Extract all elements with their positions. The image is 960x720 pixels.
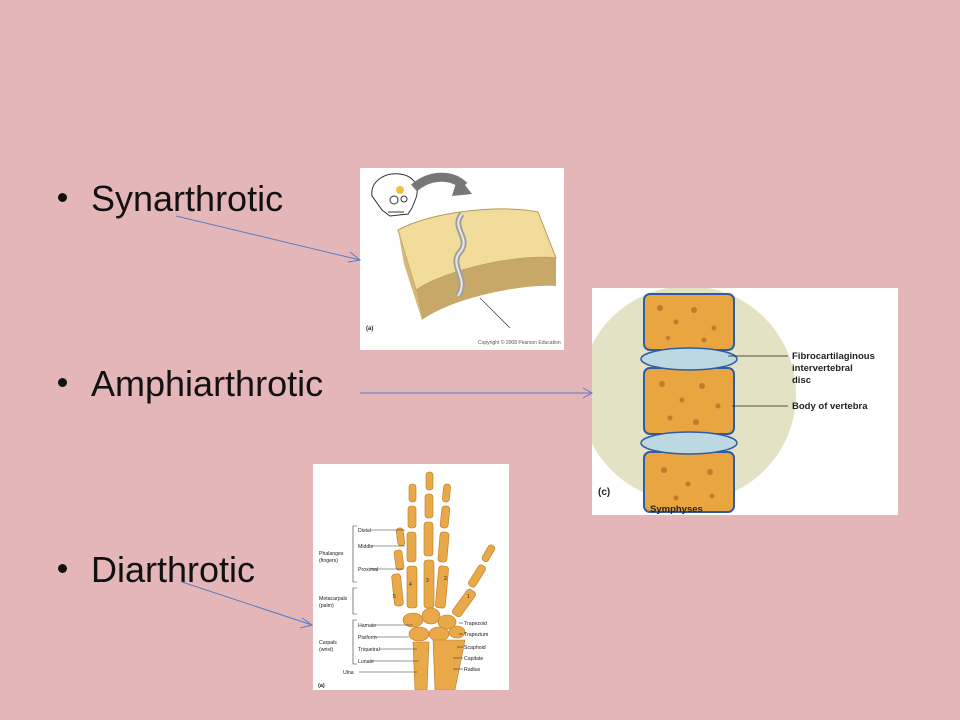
- label-body: Body of vertebra: [792, 401, 868, 412]
- suture-highlight: [396, 186, 404, 194]
- label-radius: Radius: [464, 667, 481, 673]
- arrow-head: [347, 251, 362, 263]
- finger-number: 1: [467, 594, 470, 600]
- bone-side: [398, 230, 422, 320]
- symphysis-figure: Fibrocartilaginous intervertebral disc B…: [592, 288, 898, 515]
- label-disc: Fibrocartilaginous: [792, 351, 875, 362]
- label-disc: intervertebral: [792, 363, 853, 374]
- bullet-amphiarthrotic: Amphiarthrotic: [58, 362, 323, 406]
- bullet-label: Synarthrotic: [91, 178, 284, 219]
- label-hamate: Hamate: [358, 623, 376, 629]
- vertebra-body: [643, 367, 735, 435]
- bone-pores: [657, 305, 721, 501]
- label-middle: Middle: [358, 544, 373, 550]
- label-metacarpals: (palm): [319, 603, 334, 609]
- copyright-text: Copyright © 2008 Pearson Education: [478, 339, 561, 346]
- intervertebral-disc: [640, 347, 738, 371]
- vertebra-body: [643, 293, 735, 351]
- label-trapezium: Trapezium: [464, 632, 488, 638]
- label-disc: disc: [792, 375, 811, 386]
- symphysis-illustration: Fibrocartilaginous intervertebral disc B…: [592, 288, 875, 515]
- hand-figure: Distal Middle Phalanges (fingers) Proxim…: [313, 464, 509, 690]
- bullet-dot: [58, 563, 67, 573]
- suture-figure: (a) Copyright © 2008 Pearson Education: [360, 168, 564, 350]
- finger-number: 3: [426, 578, 429, 584]
- arrow-head: [299, 617, 314, 629]
- label-triquetral: Triquetral: [358, 647, 380, 653]
- label-carpals: Carpals: [319, 640, 337, 646]
- label-ulna: Ulna: [343, 670, 354, 676]
- label-phalanges: (fingers): [319, 558, 338, 564]
- bullet-dot: [58, 377, 67, 387]
- finger-number: 4: [409, 582, 412, 588]
- panel-letter: (c): [598, 487, 610, 498]
- label-metacarpals: Metacarpals: [319, 596, 348, 602]
- hand-illustration: Distal Middle Phalanges (fingers) Proxim…: [318, 471, 496, 690]
- finger-number: 5: [393, 594, 396, 600]
- bullet-diarthrotic: Diarthrotic: [58, 548, 255, 592]
- label-scaphoid: Scaphoid: [464, 645, 486, 651]
- finger-number: 2: [444, 576, 447, 582]
- arrow-synarthrotic: [175, 215, 361, 261]
- suture-illustration: (a) Copyright © 2008 Pearson Education: [366, 172, 561, 346]
- bullet-dot: [58, 192, 67, 202]
- arrow-head: [582, 387, 594, 399]
- label-pisiform: Pisiform: [358, 635, 377, 641]
- label-phalanges: Phalanges: [319, 551, 344, 557]
- panel-letter: (a): [366, 326, 373, 332]
- bone-front: [416, 257, 556, 320]
- skull-icon: [371, 173, 418, 217]
- label-capitate: Capitate: [464, 656, 483, 662]
- bullet-synarthrotic: Synarthrotic: [58, 177, 283, 221]
- leader-line: [479, 297, 511, 329]
- hand-bones: [391, 471, 496, 690]
- bullet-label: Diarthrotic: [91, 549, 256, 590]
- intervertebral-disc: [640, 431, 738, 455]
- label-proximal: Proximal: [358, 567, 378, 573]
- panel-letter: (a): [318, 683, 325, 689]
- bullet-label: Amphiarthrotic: [91, 363, 324, 404]
- curved-arrow-head: [452, 176, 472, 196]
- label-carpals: (wrist): [319, 647, 333, 653]
- label-distal: Distal: [358, 528, 371, 534]
- label-lunate: Lunate: [358, 659, 374, 665]
- label-trapezoid: Trapezoid: [464, 621, 487, 627]
- bracket-lines: [352, 525, 463, 673]
- caption: Symphyses: [650, 504, 703, 515]
